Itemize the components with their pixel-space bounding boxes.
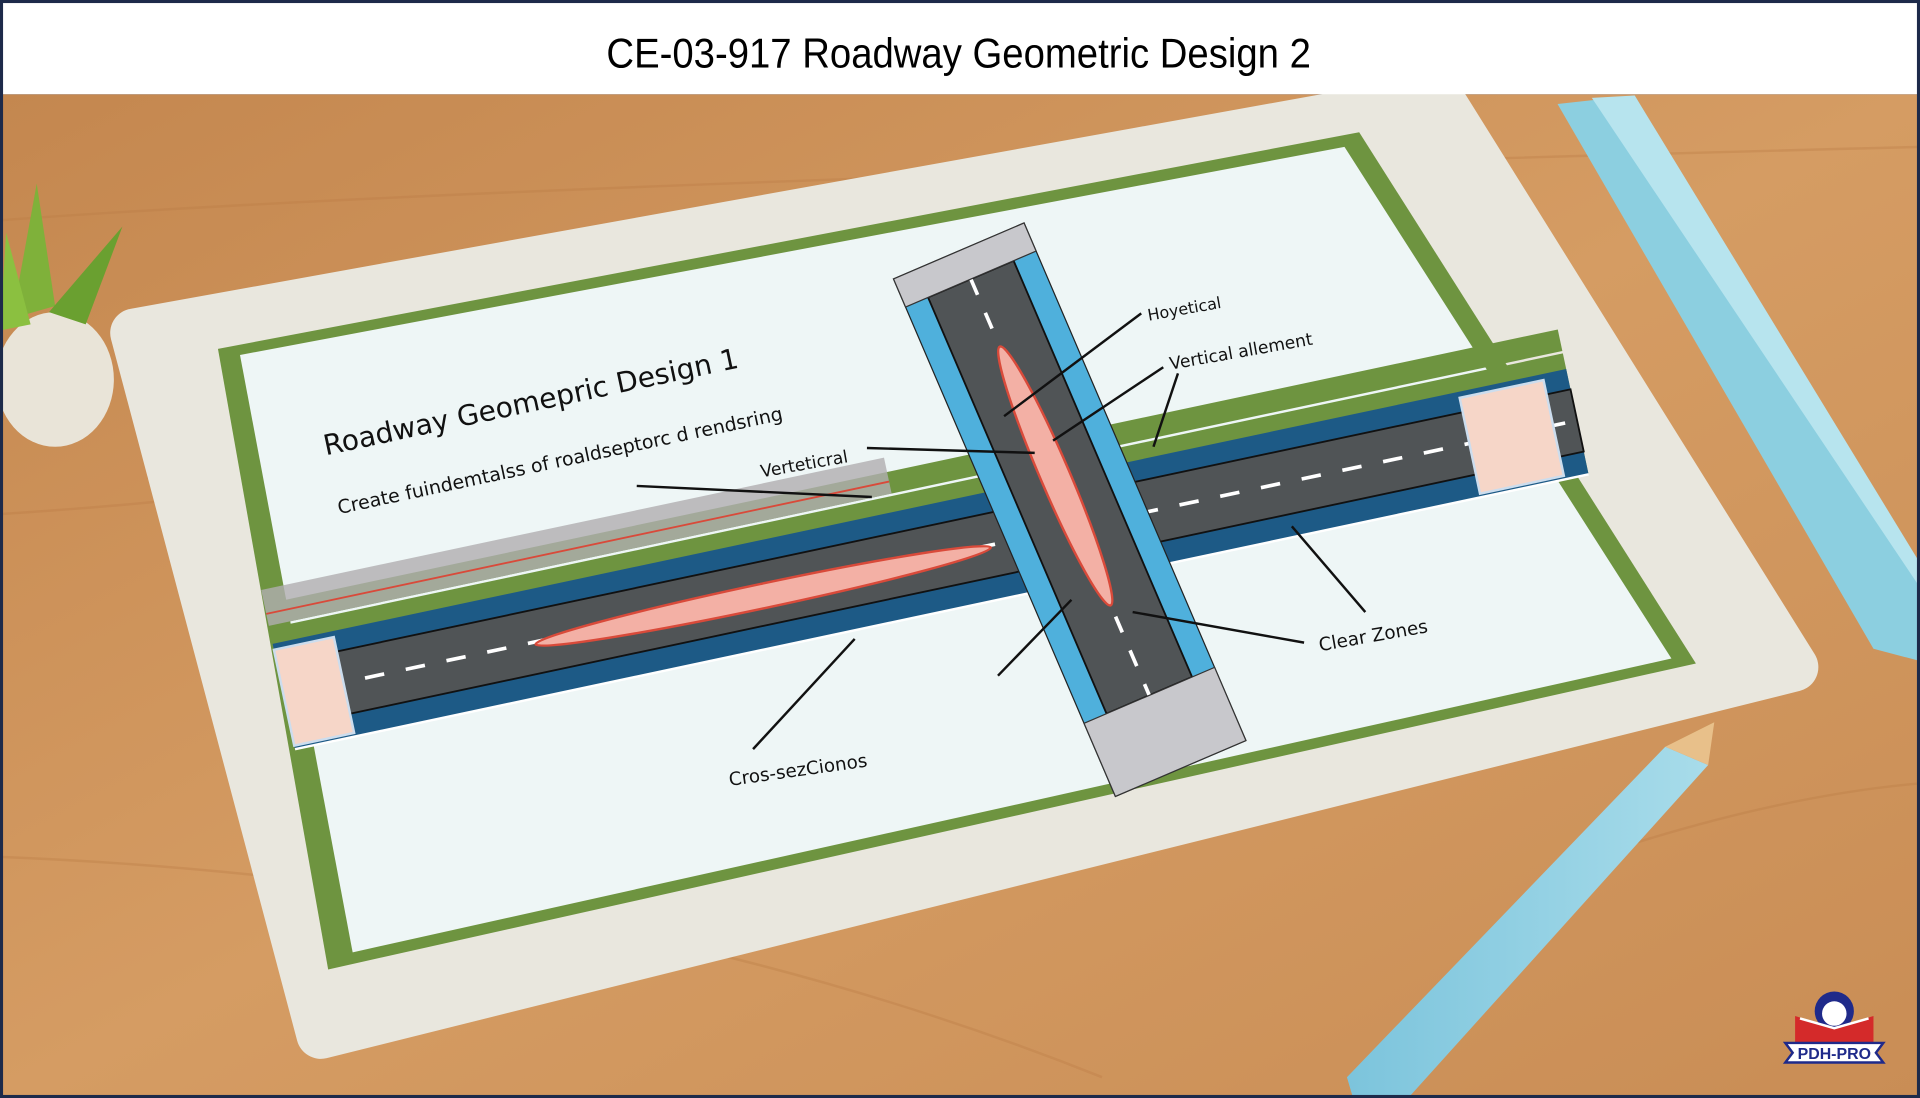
pdh-pro-logo: PDH-PRO — [1782, 991, 1886, 1064]
superelevation-marker — [996, 345, 1114, 607]
blue-ruler — [1557, 95, 1920, 662]
slide-title: CE-03-917 Roadway Geometric Design 2 — [606, 31, 1310, 77]
pencil — [1346, 722, 1715, 1098]
leader-lines — [636, 312, 1367, 750]
horizontal-road — [261, 329, 1589, 751]
title-bar — [2, 2, 1918, 95]
potted-plant — [0, 183, 123, 447]
logo-text: PDH-PRO — [1798, 1046, 1871, 1063]
vertical-road — [892, 222, 1247, 798]
superelevation-marker — [534, 544, 992, 647]
